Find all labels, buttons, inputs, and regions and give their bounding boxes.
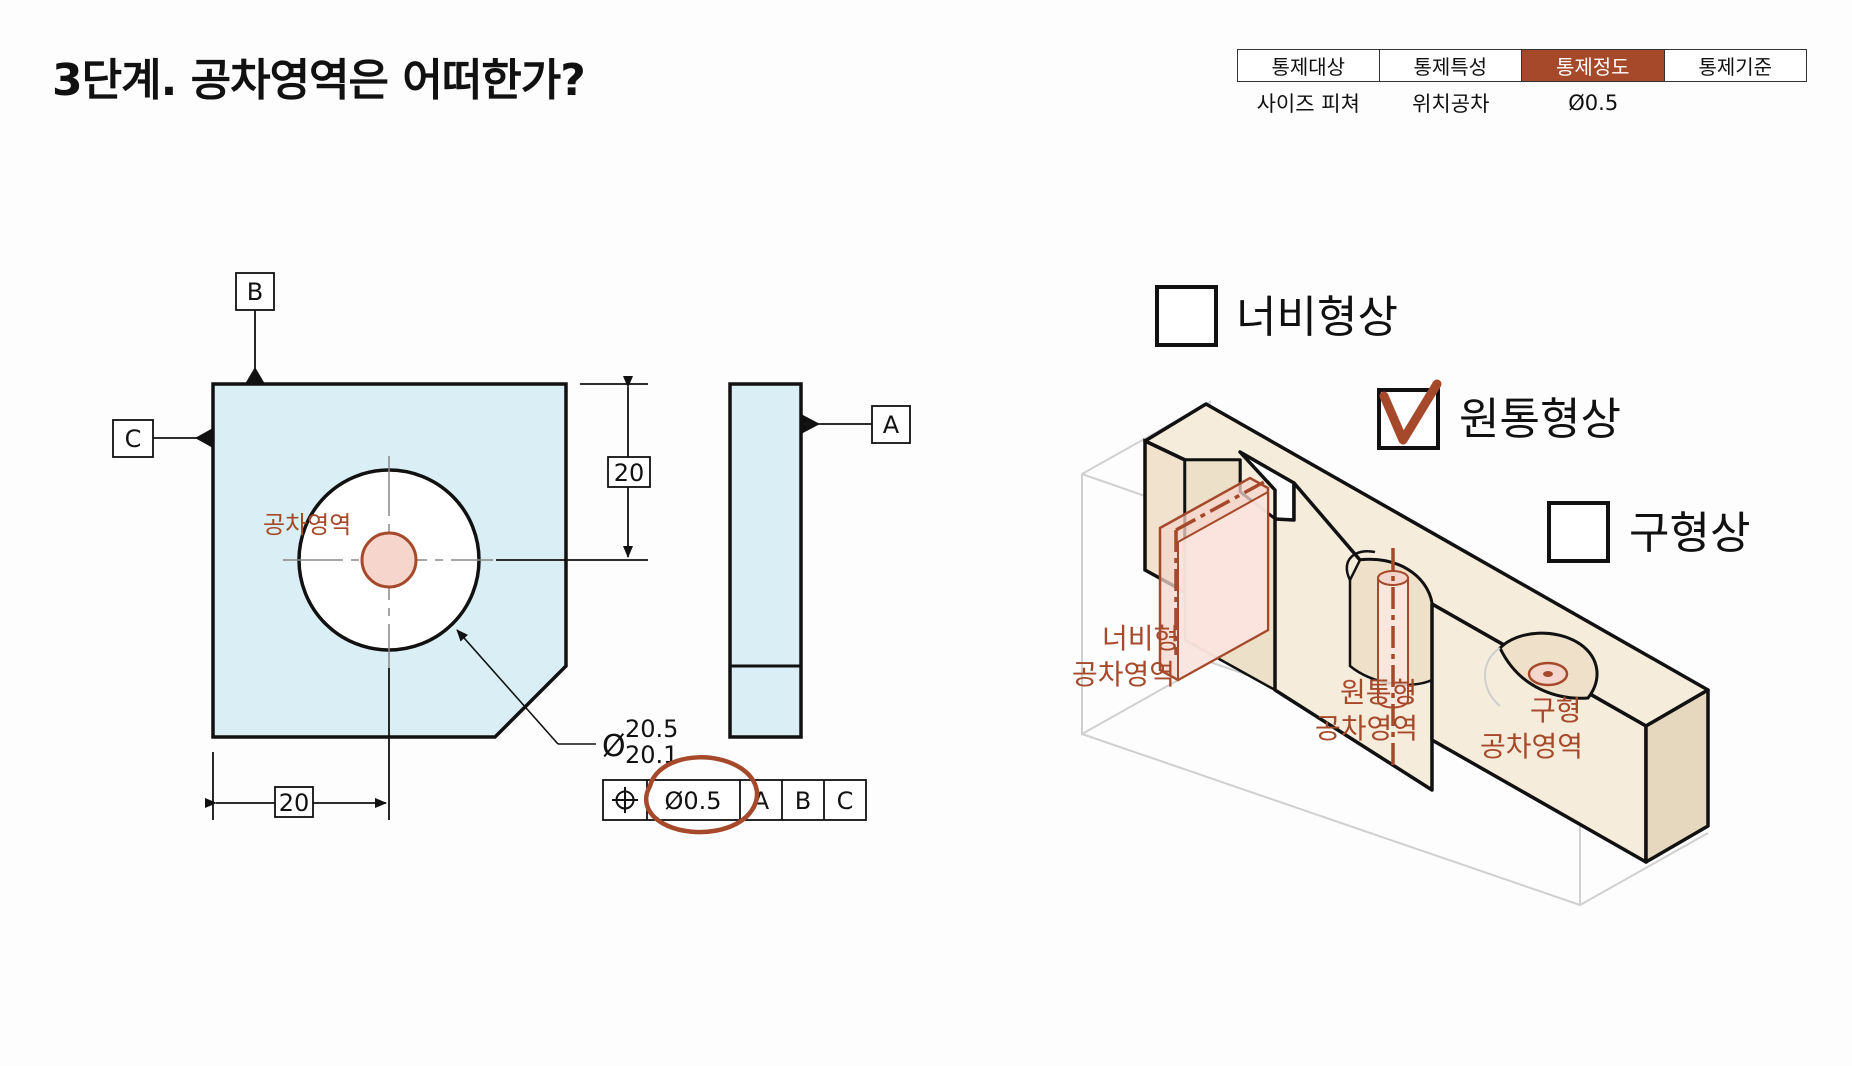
control-value-target: 사이즈 피쳐 bbox=[1256, 92, 1360, 116]
front-view: 공차영역 20 20 B C Ø bbox=[112, 272, 867, 835]
width-zone-center-line-top bbox=[1175, 480, 1265, 532]
cylinder-zone bbox=[1377, 548, 1409, 768]
cylinder-zone-label-line2: 공차영역 bbox=[1315, 712, 1418, 745]
control-header-target: 통제대상 bbox=[1237, 49, 1380, 82]
zone-option-sphere[interactable]: 구형상 bbox=[1547, 501, 1750, 563]
control-header-characteristic: 통제특성 bbox=[1379, 49, 1522, 82]
dimension-box-vertical bbox=[607, 456, 651, 488]
dimension-box-horizontal bbox=[274, 786, 314, 818]
datum-b-box bbox=[235, 272, 275, 311]
datum-c-label: C bbox=[125, 425, 142, 453]
diameter-upper-limit: 20.5 bbox=[625, 715, 678, 743]
datum-a-triangle bbox=[801, 414, 820, 434]
dimension-value-vertical: 20 bbox=[614, 459, 645, 487]
width-zone-plane-front bbox=[1177, 490, 1269, 682]
fcf-datum-c: C bbox=[837, 787, 854, 815]
fcf-datum-b: B bbox=[795, 787, 811, 815]
block-end-face bbox=[1644, 688, 1710, 864]
control-value-degree: Ø0.5 bbox=[1568, 91, 1619, 115]
checkbox-unchecked-icon[interactable] bbox=[1155, 285, 1218, 347]
tolerance-zone-circle bbox=[360, 531, 418, 589]
control-header-datum: 통제기준 bbox=[1664, 49, 1807, 82]
diameter-symbol: Ø bbox=[602, 729, 626, 764]
width-zone-label-line1: 너비형 bbox=[1102, 622, 1179, 655]
width-zone-label-line2: 공차영역 bbox=[1072, 658, 1175, 691]
control-table: 통제대상 통제특성 통제정도 통제기준 사이즈 피쳐 위치공차 Ø0.5 bbox=[1237, 49, 1807, 124]
isometric-view: 너비형 공차영역 원통형 공차영역 구형 공차영역 bbox=[1072, 400, 1710, 907]
datum-c-triangle bbox=[195, 428, 213, 448]
check-mark-icon bbox=[1379, 379, 1442, 445]
zone-option-label: 구형상 bbox=[1629, 508, 1750, 559]
dimension-value-horizontal: 20 bbox=[279, 789, 310, 817]
fcf-outline bbox=[602, 779, 867, 821]
zone-option-label: 너비형상 bbox=[1236, 292, 1398, 343]
sphere-zone-label-line1: 구형 bbox=[1530, 694, 1582, 727]
tolerance-highlight-circle bbox=[644, 755, 760, 835]
datum-b-triangle bbox=[245, 367, 265, 384]
sphere-cutout-ghost bbox=[1484, 647, 1501, 707]
fcf-tolerance: Ø0.5 bbox=[664, 787, 721, 815]
sphere-zone bbox=[1527, 661, 1569, 687]
control-header-degree: 통제정도 bbox=[1522, 49, 1665, 82]
tolerance-zone-label: 공차영역 bbox=[263, 511, 351, 539]
diameter-leader-arrow bbox=[456, 629, 559, 745]
datum-a-label: A bbox=[883, 411, 900, 439]
side-view-plate bbox=[728, 382, 803, 739]
datum-b-label: B bbox=[247, 278, 263, 306]
page-title: 3단계. 공차영역은 어떠한가? bbox=[52, 55, 586, 106]
feature-control-frame: Ø0.5 A B C bbox=[602, 755, 867, 835]
zone-option-label: 원통형상 bbox=[1459, 394, 1621, 445]
datum-c-box bbox=[112, 419, 154, 458]
bore-cutout-edge bbox=[1345, 549, 1376, 581]
cylinder-zone-label-line1: 원통형 bbox=[1340, 676, 1417, 709]
control-value-characteristic: 위치공차 bbox=[1412, 92, 1490, 116]
zone-option-cylinder[interactable]: 원통형상 bbox=[1377, 379, 1621, 450]
sphere-zone-label-line2: 공차영역 bbox=[1480, 730, 1583, 763]
zone-option-width[interactable]: 너비형상 bbox=[1155, 285, 1398, 347]
side-view: A bbox=[728, 382, 911, 739]
checkbox-unchecked-icon[interactable] bbox=[1547, 501, 1610, 563]
datum-a-box bbox=[871, 405, 911, 444]
position-icon bbox=[612, 787, 638, 813]
